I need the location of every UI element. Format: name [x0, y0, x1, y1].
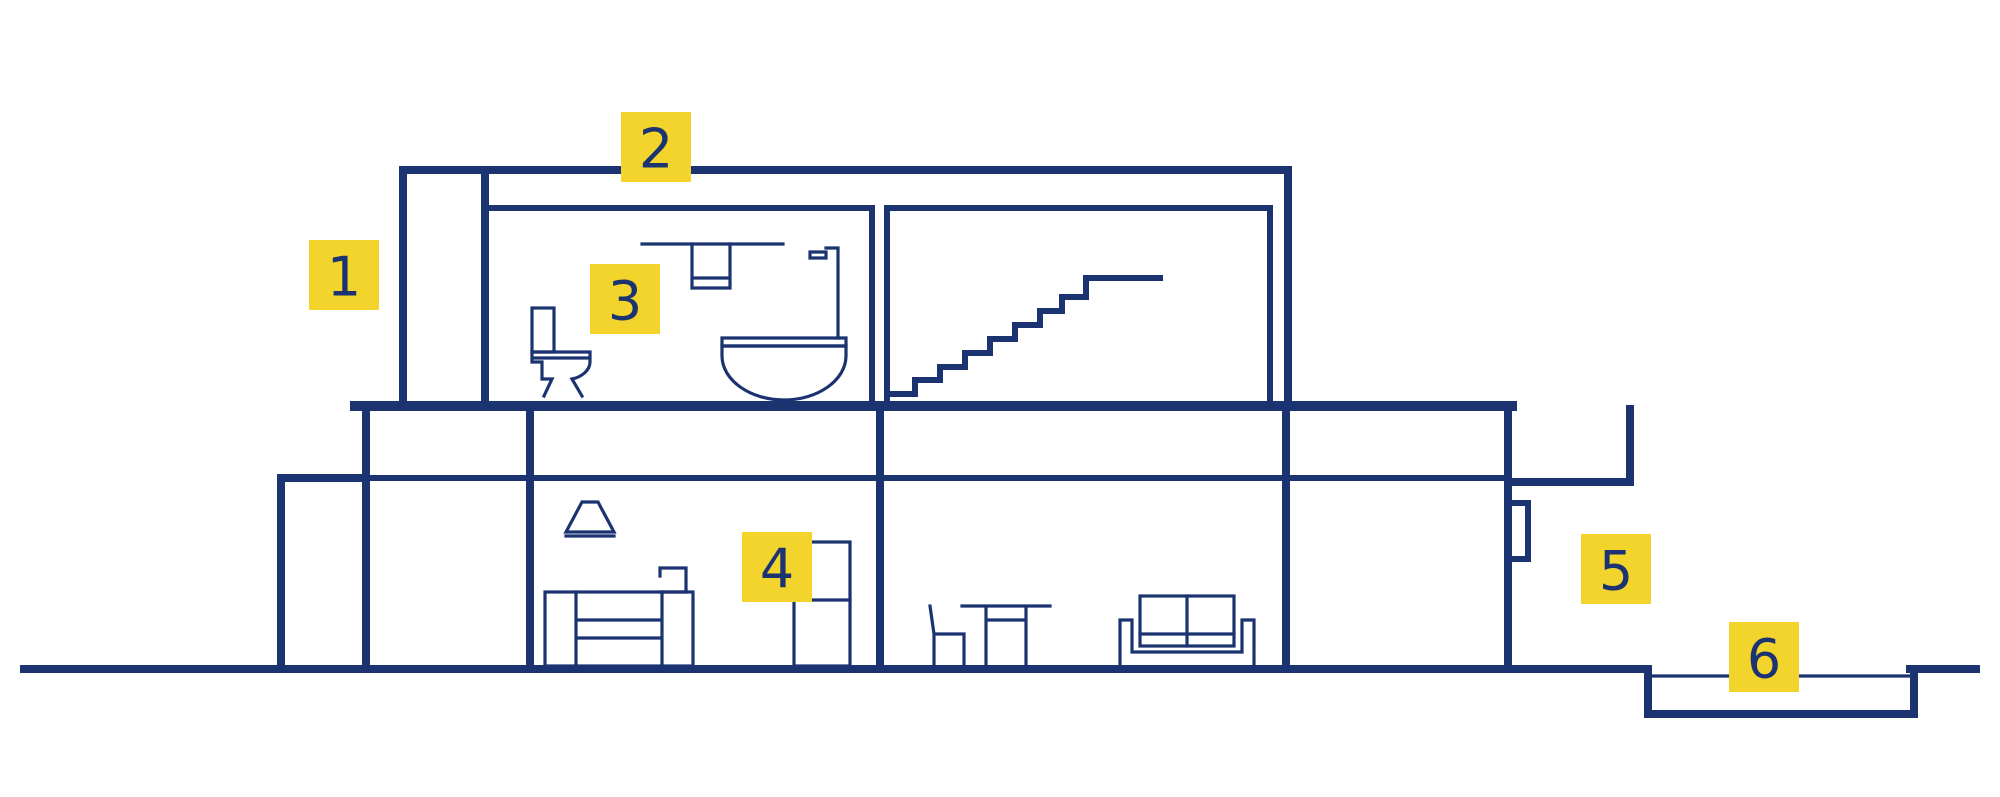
- chair-icon: [928, 604, 966, 668]
- marker-3: 3: [590, 264, 660, 334]
- marker-4-box: [742, 532, 812, 602]
- marker-6-label: 6: [1747, 628, 1781, 691]
- marker-4-label: 4: [760, 538, 794, 601]
- bathtub-icon: [720, 246, 848, 402]
- marker-6: 6: [1729, 622, 1799, 692]
- marker-1-box: [309, 240, 379, 310]
- cabinet-icon: [543, 566, 695, 668]
- toilet-icon: [530, 306, 592, 399]
- sofa-icon: [1118, 594, 1256, 668]
- sink-icon: [640, 242, 785, 290]
- marker-2-box: [621, 112, 691, 182]
- marker-5-box: [1581, 534, 1651, 604]
- staircase-icon: [890, 275, 1163, 397]
- marker-1-label: 1: [327, 246, 361, 309]
- table-icon: [960, 604, 1052, 668]
- marker-4: 4: [742, 532, 812, 602]
- marker-3-box: [590, 264, 660, 334]
- window-icon: [1509, 500, 1531, 562]
- lamp-icon: [563, 500, 617, 538]
- marker-2: 2: [621, 112, 691, 182]
- marker-6-box: [1729, 622, 1799, 692]
- marker-2-label: 2: [639, 118, 673, 181]
- house-walls: [277, 166, 1634, 673]
- marker-5: 5: [1581, 534, 1651, 604]
- marker-5-label: 5: [1599, 540, 1633, 603]
- marker-3-label: 3: [608, 270, 642, 333]
- marker-1: 1: [309, 240, 379, 310]
